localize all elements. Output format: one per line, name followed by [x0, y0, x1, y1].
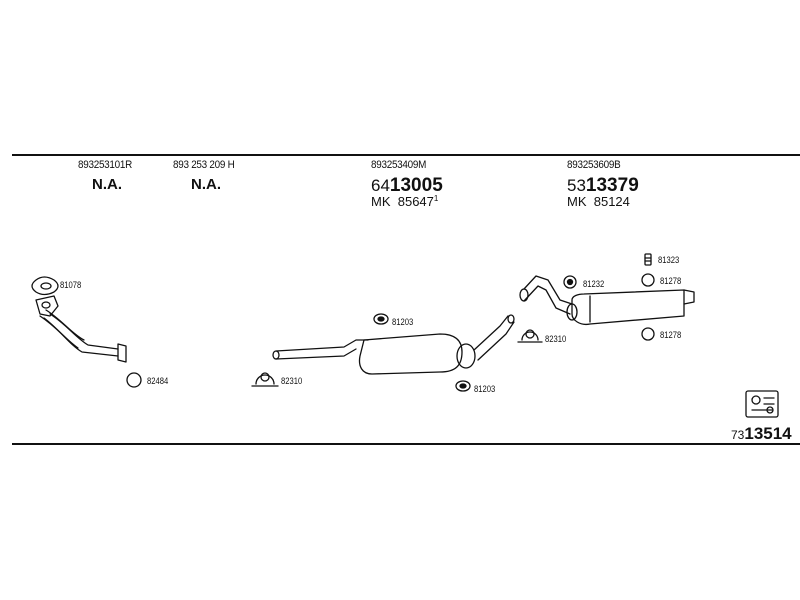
part-number-4: 5313379 — [567, 176, 639, 195]
part-label-82310-right: 82310 — [545, 334, 567, 344]
fitting-kit-icon — [745, 390, 779, 418]
part-prefix-4: 53 — [567, 176, 586, 195]
bolt-icon — [644, 253, 652, 266]
part-label-82484: 82484 — [147, 376, 169, 386]
oem-number-4: 893253609B — [567, 159, 621, 171]
top-rule — [12, 154, 800, 156]
kit-code-prefix: 73 — [731, 428, 745, 442]
gasket-icon — [31, 276, 59, 296]
part-label-81278-bottom: 81278 — [660, 330, 682, 340]
part-label-81278-top: 81278 — [660, 276, 682, 286]
ring-icon — [641, 327, 655, 341]
front-pipe-icon — [35, 295, 127, 363]
bottom-rule — [12, 443, 800, 445]
mk-number-3: MK 856471 — [371, 194, 439, 209]
oem-number-2: 893 253 209 H — [173, 159, 235, 171]
mk-value-3: 85647 — [397, 194, 434, 209]
mk-prefix-3: MK — [371, 194, 391, 209]
part-label-81203-bottom: 81203 — [474, 384, 496, 394]
part-main-3: 13005 — [389, 175, 443, 196]
mk-prefix-4: MK — [567, 194, 587, 209]
part-main-4: 13379 — [585, 175, 639, 196]
ring-icon — [641, 273, 655, 287]
mk-sup-3: 1 — [433, 194, 439, 203]
rear-silencer-icon — [519, 275, 695, 326]
ring-icon — [563, 275, 577, 289]
part-label-81078: 81078 — [60, 280, 82, 290]
ring-icon — [126, 372, 142, 388]
part-label-81232: 81232 — [583, 279, 605, 289]
part-number-2: N.A. — [191, 176, 221, 193]
kit-code: 7313514 — [731, 425, 792, 442]
part-prefix-3: 64 — [371, 176, 390, 195]
part-label-81323: 81323 — [658, 255, 680, 265]
part-label-82310-left: 82310 — [281, 376, 303, 386]
oem-number-3: 893253409M — [371, 159, 427, 171]
part-label-81203-top: 81203 — [392, 317, 414, 327]
clamp-icon — [517, 329, 543, 343]
mk-number-4: MK 85124 — [567, 195, 630, 208]
middle-silencer-icon — [272, 314, 515, 375]
part-number-1: N.A. — [92, 176, 122, 193]
rubber-mount-icon — [373, 313, 389, 325]
clamp-icon — [251, 372, 279, 387]
mk-value-4: 85124 — [593, 194, 630, 209]
oem-number-1: 893253101R — [78, 159, 133, 171]
rubber-mount-icon — [455, 380, 471, 392]
part-number-3: 6413005 — [371, 176, 443, 195]
kit-code-main: 13514 — [744, 424, 792, 443]
